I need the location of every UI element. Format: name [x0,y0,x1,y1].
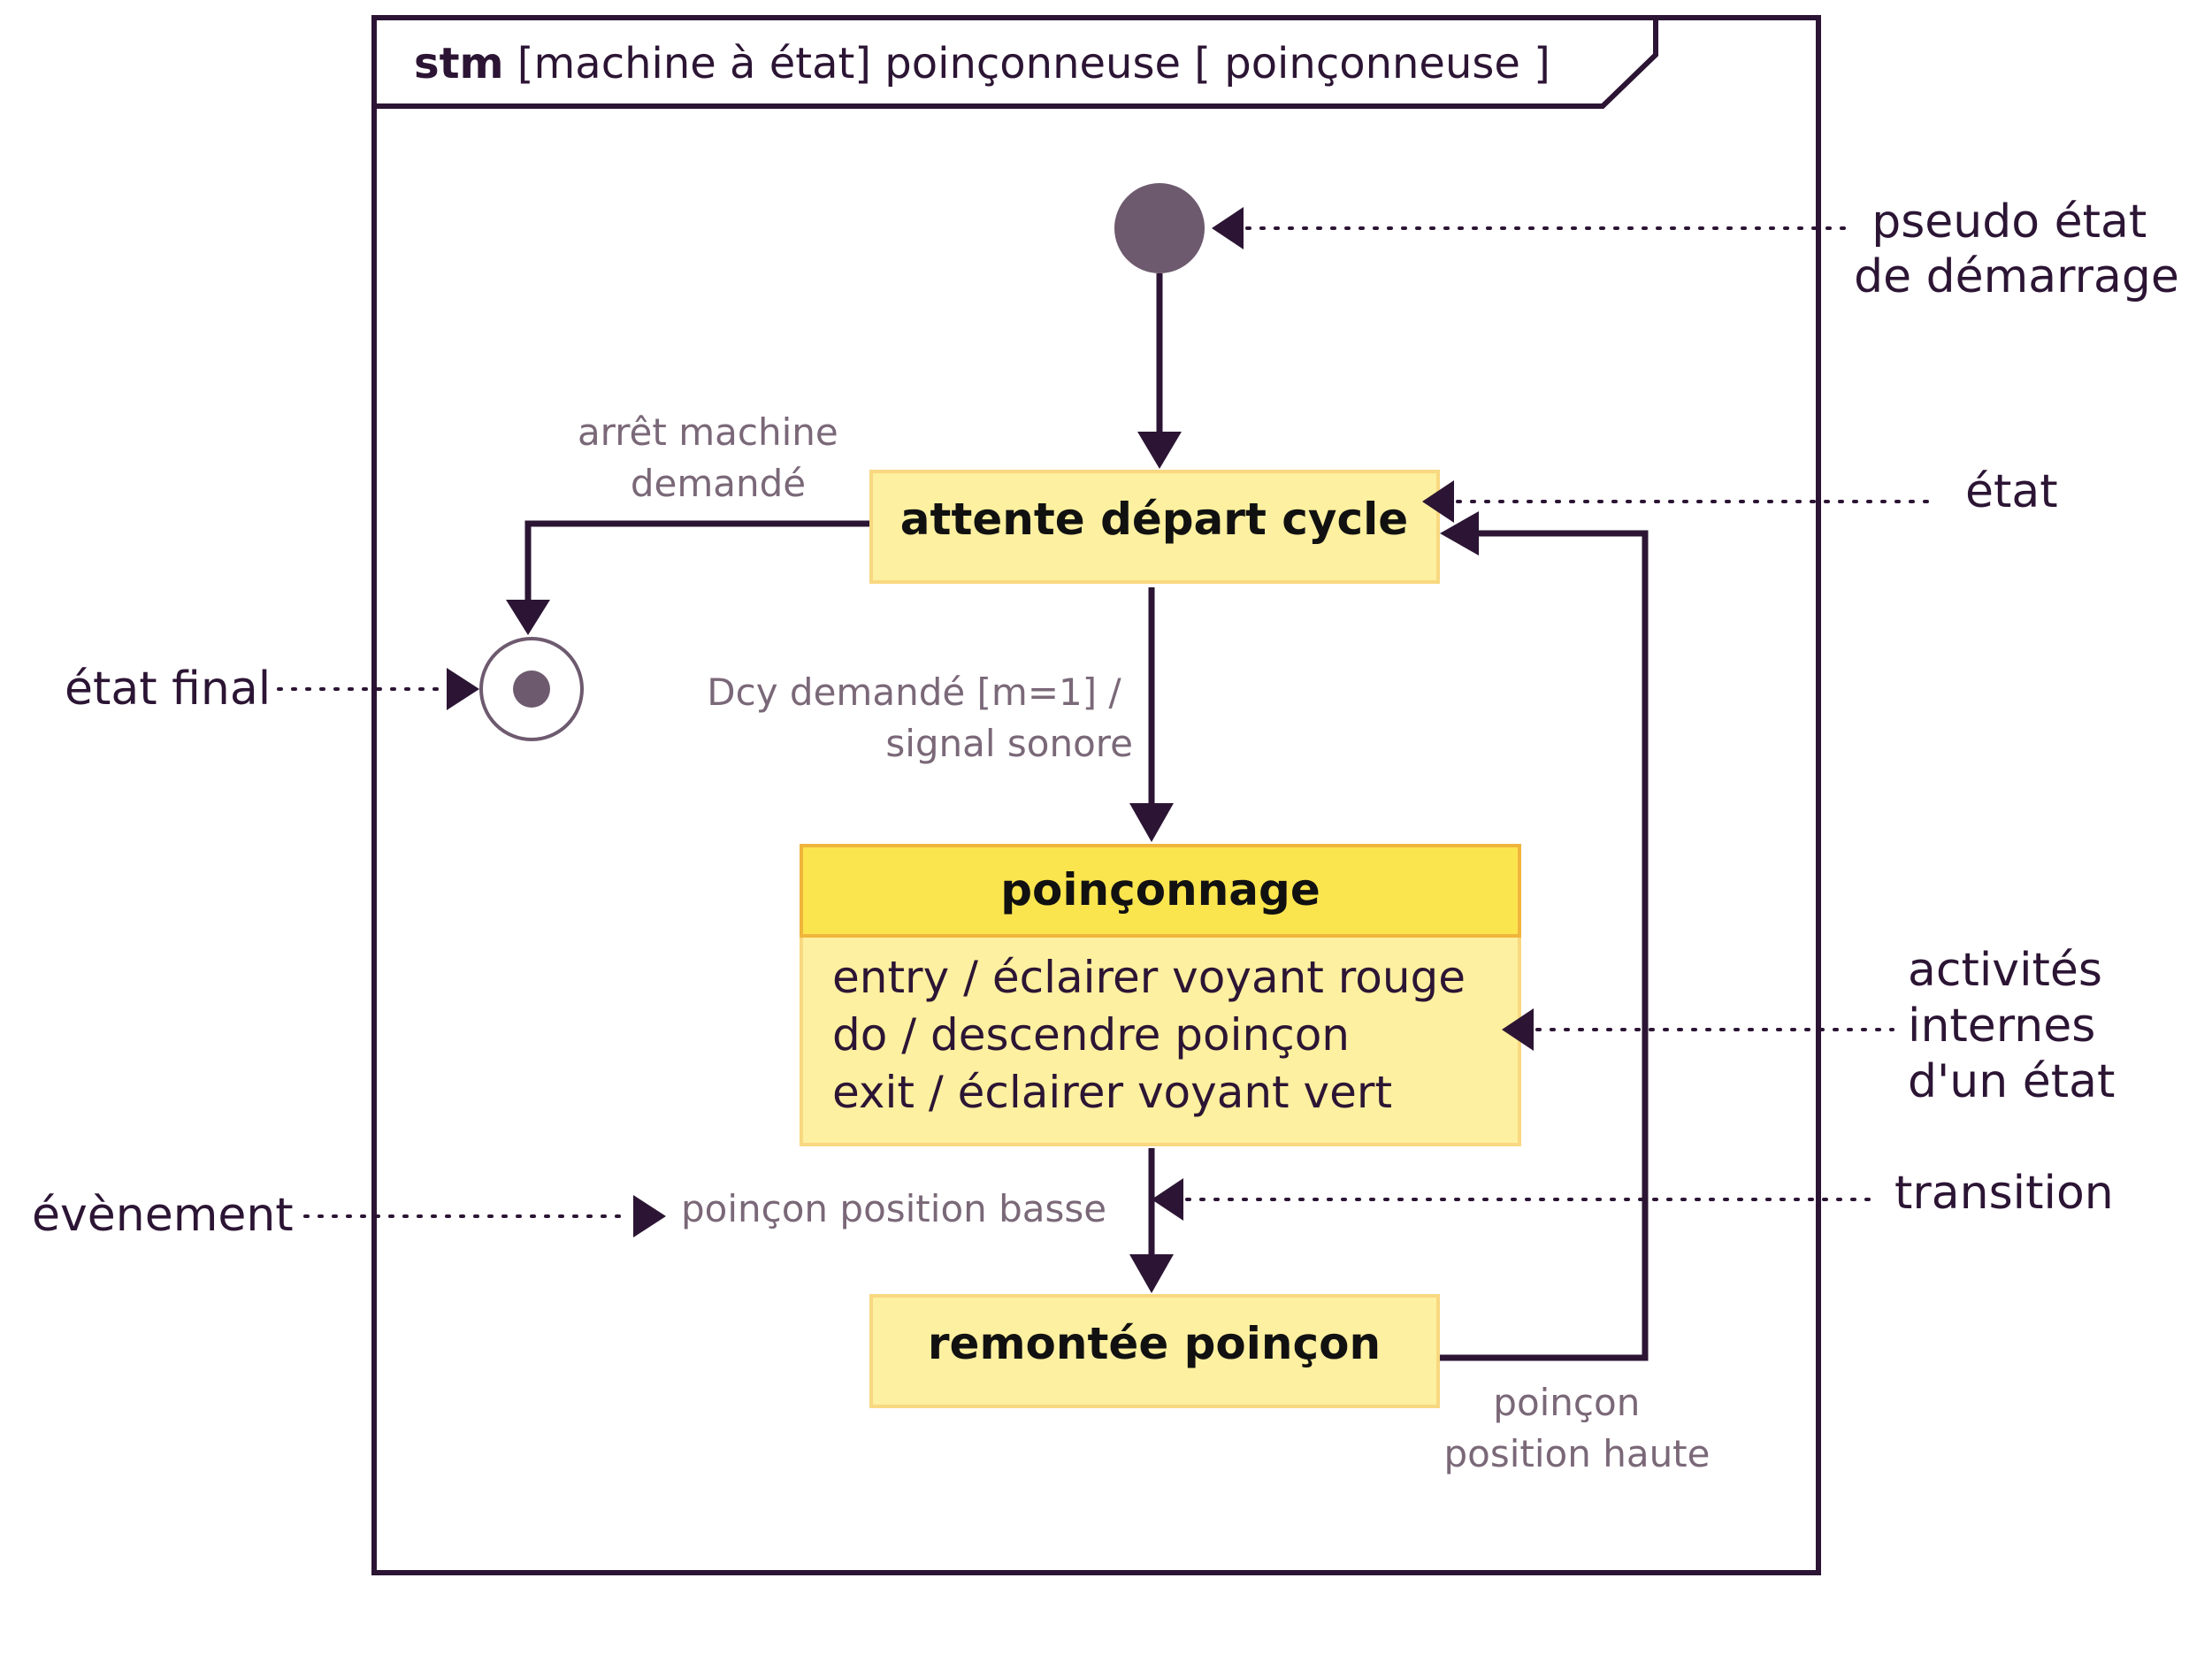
state-attente-box [869,470,1440,584]
transition-start-cycle: Dcy demandé [m=1] / signal sonore [707,587,1174,842]
annotation-state-arrowhead [1422,480,1454,523]
state-attente-depart-cycle: attente départ cycle [869,470,1440,584]
state-poinconnage-header [800,844,1521,938]
activity-entry: entry / éclairer voyant rouge [832,952,1466,1003]
activity-do: do / descendre poinçon [832,1009,1350,1061]
transition-initial [1137,273,1182,469]
state-remontee-poincon: remontée poinçon [869,1294,1440,1408]
transition-start-cycle-arrowhead [1129,803,1174,842]
state-remontee-box [869,1294,1440,1408]
annotation-initial-text: pseudo état de démarrage [1854,195,2179,303]
frame-title: stm [machine à état] poinçonneuse [ poin… [414,39,1550,88]
state-poinconnage-activities: entry / éclairer voyant rouge do / desce… [832,952,1480,1118]
state-poinconnage: poinçonnage entry / éclairer voyant roug… [800,844,1521,1146]
transition-stop-label: arrêt machine demandé [578,410,850,505]
annotation-transition-arrowhead [1152,1178,1183,1221]
final-state-dot [513,670,550,708]
state-attente-title: attente départ cycle [900,494,1408,545]
annotation-activities-arrowhead [1502,1008,1534,1051]
annotation-transition-text: transition [1894,1167,2114,1220]
annotation-final: état final [65,663,479,716]
annotation-initial-arrowhead [1212,207,1244,249]
frame-keyword: stm [414,39,504,88]
state-poinconnage-title: poinçonnage [1000,864,1320,915]
transition-stop: arrêt machine demandé [506,410,869,635]
transition-high-position: poinçon position haute [1440,511,1711,1475]
transition-initial-arrowhead [1137,432,1182,469]
diagram-frame: stm [machine à état] poinçonneuse [ poin… [371,15,1821,1575]
annotation-transition: transition [1152,1167,2114,1221]
annotation-initial: pseudo état de démarrage [1212,195,2179,303]
annotation-activities: activités internes d'un état [1502,944,2117,1108]
transition-stop-line [524,520,869,603]
annotation-final-arrowhead [447,668,479,710]
initial-pseudo-state [1114,183,1205,273]
annotation-state-text: état [1965,465,2058,518]
annotation-event-arrowhead [633,1195,666,1237]
annotation-event: évènement [32,1189,666,1242]
transition-high-position-label: poinçon position haute [1444,1381,1711,1475]
annotation-state: état [1422,465,2058,523]
transition-start-cycle-label: Dcy demandé [m=1] / signal sonore [707,670,1133,765]
transition-stop-arrowhead [506,600,550,635]
annotation-event-text: évènement [32,1189,294,1242]
transition-low-position-arrowhead [1129,1254,1174,1293]
frame-title-tab [371,15,1658,109]
annotation-activities-text: activités internes d'un état [1908,944,2117,1108]
transition-high-position-line [1440,530,1649,1361]
transition-low-position-label: poinçon position basse [681,1187,1106,1230]
activity-exit: exit / éclairer voyant vert [832,1067,1392,1118]
transition-high-position-arrowhead [1440,511,1479,555]
final-state [479,637,584,741]
frame-title-text: [machine à état] poinçonneuse [ poinçonn… [504,39,1550,88]
transition-low-position: poinçon position basse [681,1148,1174,1293]
state-remontee-title: remontée poinçon [928,1318,1381,1369]
annotation-final-text: état final [65,663,271,716]
